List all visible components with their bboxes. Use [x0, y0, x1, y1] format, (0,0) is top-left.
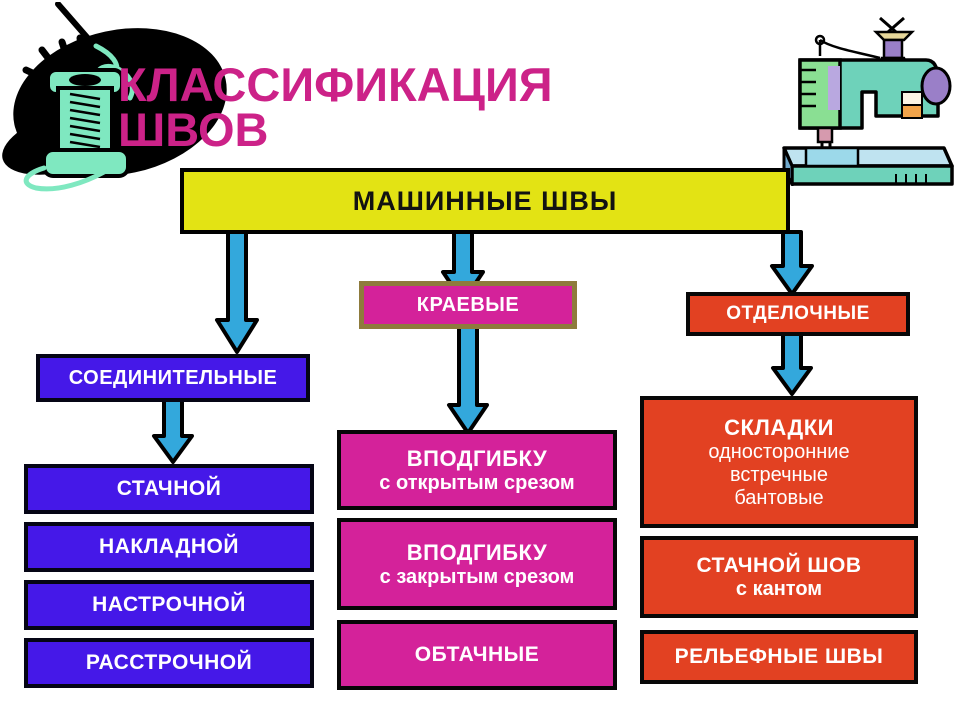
node-heading-connective: СОЕДИНИТЕЛЬНЫЕ [36, 354, 310, 402]
node-item-label: РЕЛЬЕФНЫЕ ШВЫ [674, 645, 884, 668]
arrow-decorative-to-items [771, 332, 813, 396]
sewing-machine-illustration [776, 8, 956, 190]
node-item-vpodgibku-open: ВПОДГИБКУ с открытым срезом [337, 430, 617, 510]
node-item-label-primary: СКЛАДКИ [724, 414, 834, 440]
node-item-vpodgibku-closed: ВПОДГИБКУ с закрытым срезом [337, 518, 617, 610]
arrow-root-to-connective [215, 230, 259, 354]
arrow-edge-to-items [447, 325, 489, 435]
node-item-label: РАССТРОЧНОЙ [85, 651, 253, 674]
node-heading-edge-label: КРАЕВЫЕ [416, 293, 520, 316]
node-item-obtachnye: ОБТАЧНЫЕ [337, 620, 617, 690]
node-heading-edge: КРАЕВЫЕ [359, 281, 577, 329]
node-heading-decorative: ОТДЕЛОЧНЫЕ [686, 292, 910, 336]
node-item-label-primary: ВПОДГИБКУ [406, 445, 548, 471]
node-item-relefnye-shvy: РЕЛЬЕФНЫЕ ШВЫ [640, 630, 918, 684]
arrow-connective-to-items [152, 398, 194, 464]
node-item-label-secondary: с закрытым срезом [379, 565, 575, 588]
node-item-skladki: СКЛАДКИ односторонние встречные бантовые [640, 396, 918, 528]
node-heading-connective-label: СОЕДИНИТЕЛЬНЫЕ [68, 366, 278, 389]
node-item-label-secondary: с открытым срезом [379, 471, 575, 494]
node-item-nakladnoy: НАКЛАДНОЙ [24, 522, 314, 572]
node-item-label: ОБТАЧНЫЕ [414, 643, 540, 666]
node-item-label-primary: СТАЧНОЙ ШОВ [696, 553, 862, 577]
node-item-label: НАСТРОЧНОЙ [92, 593, 246, 616]
node-item-label-tertiary: встречные [729, 463, 829, 486]
arrow-root-to-decorative [770, 230, 814, 296]
node-item-label-quaternary: бантовые [734, 486, 824, 509]
node-item-label-secondary: с кантом [735, 577, 823, 600]
node-item-nastrochnoy: НАСТРОЧНОЙ [24, 580, 314, 630]
node-heading-decorative-label: ОТДЕЛОЧНЫЕ [726, 303, 870, 324]
node-root-label: МАШИННЫЕ ШВЫ [352, 185, 618, 216]
node-item-label: НАКЛАДНОЙ [99, 535, 239, 558]
page-title: КЛАССИФИКАЦИЯ ШВОВ [118, 58, 553, 157]
node-root-machine-seams: МАШИННЫЕ ШВЫ [180, 168, 790, 234]
node-item-stachnoy-shov-s-kantom: СТАЧНОЙ ШОВ с кантом [640, 536, 918, 618]
node-item-rasstrochnoy: РАССТРОЧНОЙ [24, 638, 314, 688]
node-item-label-primary: ВПОДГИБКУ [406, 539, 548, 565]
thread-spool-illustration [0, 1, 250, 202]
node-item-label-secondary: односторонние [708, 440, 850, 463]
node-item-label: СТАЧНОЙ [116, 477, 222, 500]
node-item-stachnoy: СТАЧНОЙ [24, 464, 314, 514]
